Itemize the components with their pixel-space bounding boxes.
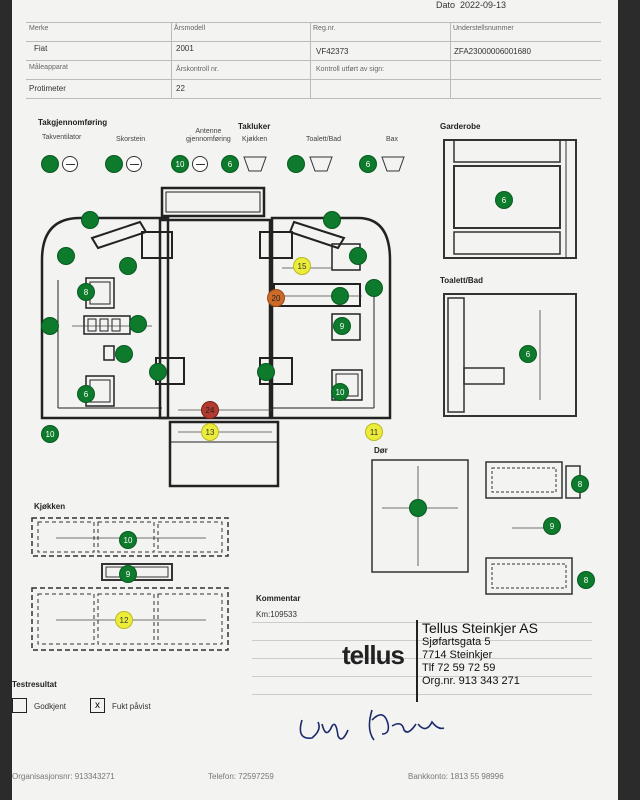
plan-dot-7 <box>332 288 348 304</box>
toalett-hatch-label: Toalett/Bad <box>306 136 342 143</box>
arskontroll-label: Årskontroll nr. <box>176 66 219 73</box>
antenne-dot: 10 <box>172 156 188 172</box>
protimeter-label: Protimeter <box>29 84 66 93</box>
kjokken-heading: Kjøkken <box>34 502 66 511</box>
plan-dot-5 <box>350 248 366 264</box>
kjokken-plan <box>31 517 229 651</box>
antenne-symbol <box>192 156 208 172</box>
kommentar-text: Km:109533 <box>256 610 297 619</box>
plan-dot-10b: 10 <box>332 384 348 400</box>
toalett-hatch-icon <box>309 156 333 172</box>
takventilator-dot <box>42 156 58 172</box>
signature <box>299 709 445 741</box>
dor-dot <box>410 500 426 516</box>
fukt-checkbox[interactable]: x <box>90 698 105 713</box>
plan-dot-10 <box>130 316 146 332</box>
floor-plan <box>40 186 392 488</box>
bax-hatch-dot: 6 <box>360 156 376 172</box>
skorstein-dot <box>106 156 122 172</box>
plan-dot-2 <box>324 212 340 228</box>
plan-dot-13 <box>258 364 274 380</box>
godkjent-label: Godkjent <box>34 702 67 711</box>
kjokken-dot-12: 12 <box>116 612 132 628</box>
door-dot-9: 9 <box>544 518 560 534</box>
plan-dot-13b: 13 <box>202 424 218 440</box>
plan-dot-4 <box>120 258 136 274</box>
plan-dot-6b: 6 <box>78 386 94 402</box>
takventilator-label: Takventilator <box>42 134 82 141</box>
plan-dot-12 <box>150 364 166 380</box>
regnr-value: VF42373 <box>316 47 349 56</box>
toalett-plan <box>443 293 577 417</box>
kontroll-label: Kontroll utført av sign: <box>316 66 385 73</box>
plan-dot-24: 24 <box>202 402 218 418</box>
godkjent-checkbox[interactable] <box>12 698 27 713</box>
company-stamp: Tellus Steinkjer AS Sjøfartsgata 5 7714 … <box>422 620 538 687</box>
regnr-label: Reg.nr. <box>313 25 336 32</box>
kjokken-dot-10: 10 <box>120 532 136 548</box>
toalett-heading: Toalett/Bad <box>440 276 483 285</box>
protimeter-value: 22 <box>176 84 185 93</box>
bankkonto: Bankkonto: 1813 55 98996 <box>408 772 504 781</box>
garderobe-plan <box>443 139 577 259</box>
telefon: Telefon: 72597259 <box>208 772 274 781</box>
plan-dot-1 <box>82 212 98 228</box>
plan-dot-6 <box>366 280 382 296</box>
plan-dot-10c: 10 <box>42 426 58 442</box>
garderobe-heading: Garderobe <box>440 122 481 131</box>
plan-dot-15: 15 <box>294 258 310 274</box>
kjokken-hatch-label: Kjøkken <box>242 136 268 143</box>
dor-plan <box>371 459 469 573</box>
plan-dot-20: 20 <box>268 290 284 306</box>
testresultat-heading: Testresultat <box>12 680 57 689</box>
stamp-divider <box>416 620 418 702</box>
vehicle-info-table: Merke Årsmodell Reg.nr. Understellsnumme… <box>26 22 601 99</box>
merke-label: Merke <box>29 25 49 32</box>
org-number: Organisasjonsnr: 913343271 <box>12 772 115 781</box>
takgjennomforing-heading: Takgjennomføring <box>38 118 108 127</box>
merke-value: Fiat <box>34 44 48 53</box>
dor-heading: Dør <box>374 446 388 455</box>
kjokken-dot-9: 9 <box>120 566 136 582</box>
door-dot-8: 8 <box>572 476 588 492</box>
date-label: Dato <box>436 0 456 10</box>
bax-hatch-label: Bax <box>386 136 399 143</box>
door-dot-8b: 8 <box>578 572 594 588</box>
takventilator-symbol <box>62 156 78 172</box>
understell-value: ZFA23000006001680 <box>454 47 531 56</box>
kjokken-hatch-icon <box>243 156 267 172</box>
skorstein-label: Skorstein <box>116 136 146 143</box>
toalett-hatch-dot <box>288 156 304 172</box>
takluker-heading: Takluker <box>238 122 271 131</box>
fukt-label: Fukt påvist <box>112 702 151 711</box>
plan-dot-8: 8 <box>78 284 94 300</box>
plan-dot-11b: 11 <box>366 424 382 440</box>
plan-dot-11 <box>116 346 132 362</box>
plan-dot-3 <box>58 248 74 264</box>
plan-dot-9 <box>42 318 58 334</box>
kommentar-heading: Kommentar <box>256 594 301 603</box>
kjokken-hatch-dot: 6 <box>222 156 238 172</box>
garderobe-dot: 6 <box>496 192 512 208</box>
arsmodell-label: Årsmodell <box>174 25 206 32</box>
skorstein-symbol <box>126 156 142 172</box>
date-value: 2022-09-13 <box>460 0 507 10</box>
bax-hatch-icon <box>381 156 405 172</box>
plan-dot-9b: 9 <box>334 318 350 334</box>
tellus-logo: tellus <box>342 640 405 670</box>
understell-label: Understellsnummer <box>453 25 514 32</box>
inspection-sheet: Dato 2022-09-13 Merke Årsmodell Reg.nr. … <box>12 0 618 800</box>
toalett-dot: 6 <box>520 346 536 362</box>
arsmodell-value: 2001 <box>176 44 194 53</box>
maleapparat-label: Måleapparat <box>29 64 68 71</box>
